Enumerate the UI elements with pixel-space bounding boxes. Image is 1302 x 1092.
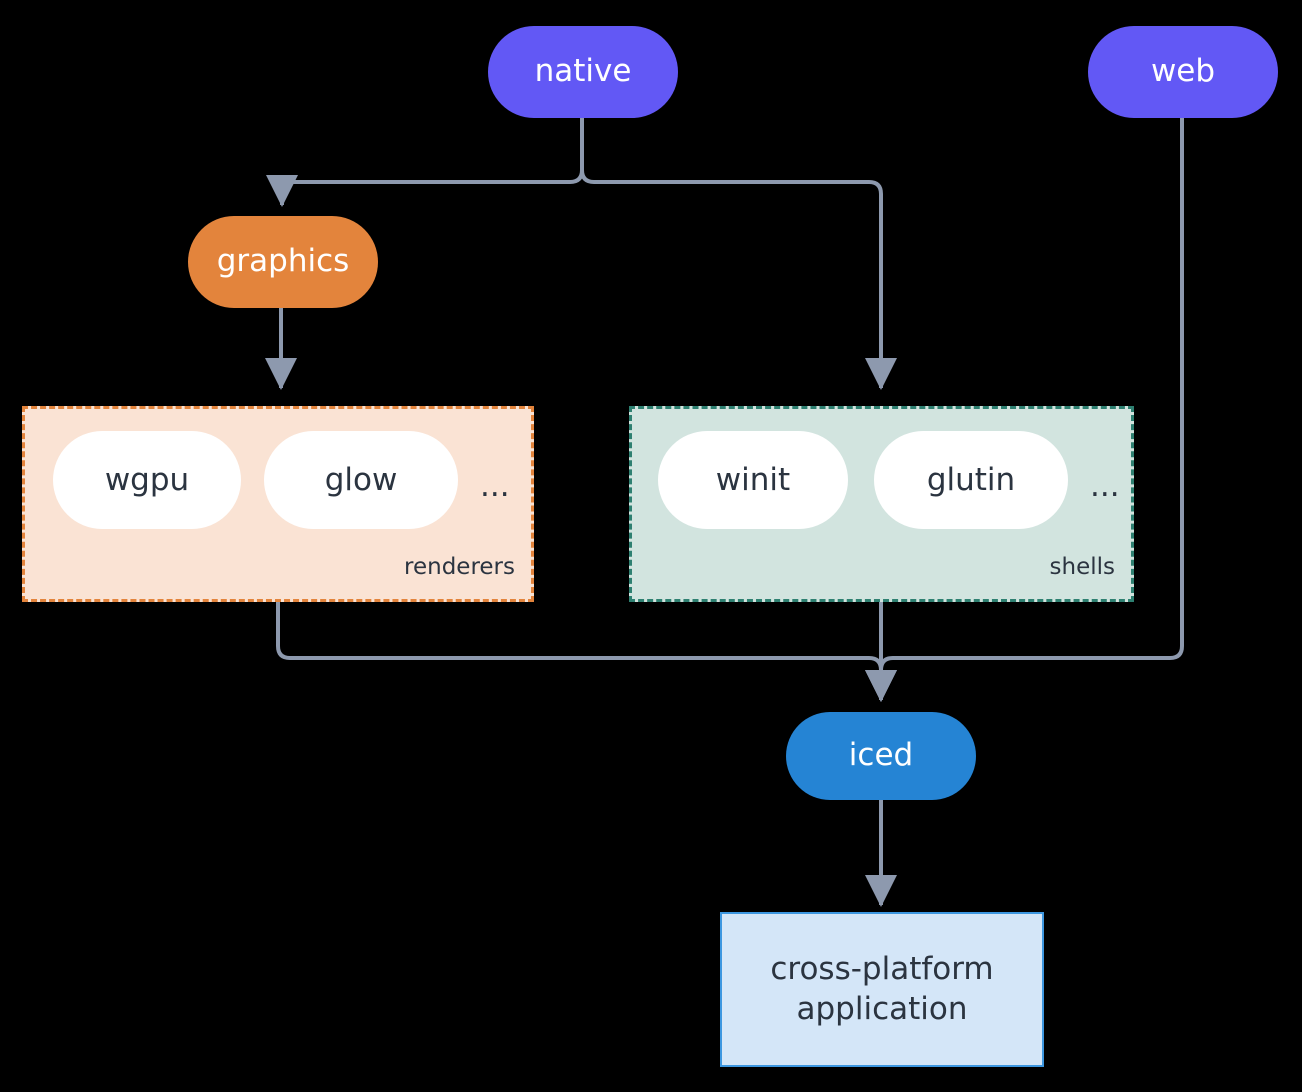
group-renderers-label: renderers (404, 554, 515, 580)
group-renderers: wgpu glow ... renderers (22, 406, 534, 602)
node-iced-label: iced (848, 737, 914, 774)
node-web-label: web (1150, 53, 1216, 90)
leaf-pill-glutin[interactable]: glutin (874, 431, 1068, 529)
node-graphics-label: graphics (216, 243, 350, 280)
node-web[interactable]: web (1088, 26, 1278, 118)
leaf-pill-glow[interactable]: glow (264, 431, 458, 529)
node-application[interactable]: cross-platform application (720, 912, 1044, 1067)
node-application-line2: application (796, 990, 968, 1027)
node-iced[interactable]: iced (786, 712, 976, 800)
node-graphics[interactable]: graphics (188, 216, 378, 308)
edge-renderers-iced (276, 602, 897, 702)
leaf-pill-winit[interactable]: winit (658, 431, 848, 529)
node-native-label: native (534, 53, 632, 90)
leaf-pill-wgpu-label: wgpu (104, 462, 190, 498)
group-shells: winit glutin ... shells (629, 406, 1134, 602)
leaf-pill-wgpu[interactable]: wgpu (53, 431, 241, 529)
leaf-pill-glutin-label: glutin (926, 462, 1016, 498)
edge-native-bus (266, 115, 584, 207)
group-shells-label: shells (1049, 554, 1115, 580)
edge-native-shells (580, 115, 897, 390)
leaf-pill-winit-label: winit (715, 462, 791, 498)
shells-more-ellipsis: ... (1090, 468, 1120, 504)
node-application-line1: cross-platform (770, 950, 994, 987)
renderers-more-ellipsis: ... (480, 468, 510, 504)
leaf-pill-glow-label: glow (324, 462, 398, 498)
node-native[interactable]: native (488, 26, 678, 118)
